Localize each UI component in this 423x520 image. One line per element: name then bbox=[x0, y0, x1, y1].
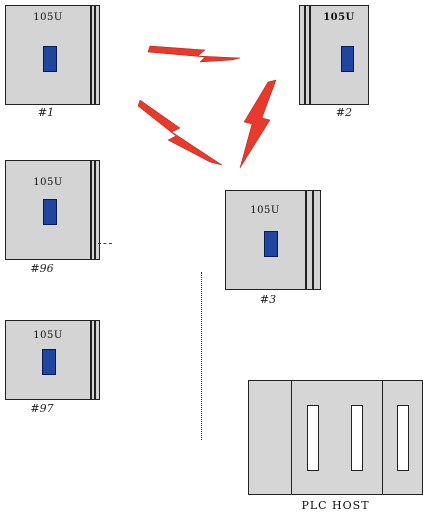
unit-model-label: 105U bbox=[250, 205, 280, 216]
unit-model-label: 105U bbox=[323, 12, 355, 23]
unit-caption-1: #1 bbox=[37, 106, 55, 119]
plc-host[interactable] bbox=[248, 380, 423, 495]
host-slot bbox=[397, 405, 409, 471]
unit-stripe bbox=[94, 6, 96, 104]
unit-stripe bbox=[94, 321, 96, 399]
link-line-vertical bbox=[201, 272, 202, 440]
unit-caption-3: #3 bbox=[259, 293, 277, 306]
unit-stripe bbox=[94, 161, 96, 259]
unit-stripe bbox=[305, 191, 307, 289]
unit-3[interactable]: 105U bbox=[225, 190, 321, 290]
unit-indicator bbox=[43, 46, 57, 72]
unit-indicator bbox=[341, 46, 354, 72]
unit-stripe bbox=[90, 6, 92, 104]
host-divider bbox=[291, 381, 292, 494]
unit-model-label: 105U bbox=[33, 330, 63, 341]
unit-stripe bbox=[304, 6, 306, 104]
host-slot bbox=[307, 405, 319, 471]
unit-indicator bbox=[43, 199, 57, 225]
lightning-bolt-1-2 bbox=[147, 45, 241, 63]
unit-stripe bbox=[309, 6, 311, 104]
unit-indicator bbox=[264, 231, 278, 257]
unit-model-label: 105U bbox=[33, 12, 63, 23]
link-line-96 bbox=[98, 243, 112, 244]
plc-host-label: PLC HOST bbox=[301, 499, 370, 512]
unit-caption-97: #97 bbox=[30, 402, 54, 415]
unit-96[interactable]: 105U bbox=[5, 160, 100, 260]
unit-97[interactable]: 105U bbox=[5, 320, 100, 400]
unit-stripe bbox=[90, 321, 92, 399]
host-divider bbox=[382, 381, 383, 494]
lightning-bolt-2-3 bbox=[239, 79, 277, 169]
unit-caption-96: #96 bbox=[30, 262, 54, 275]
host-slot bbox=[351, 405, 363, 471]
unit-model-label: 105U bbox=[33, 177, 63, 188]
unit-2[interactable]: 105U bbox=[299, 5, 369, 105]
unit-1[interactable]: 105U bbox=[5, 5, 100, 105]
lightning-bolt-1-3 bbox=[137, 99, 223, 166]
unit-stripe bbox=[312, 191, 314, 289]
unit-stripe bbox=[90, 161, 92, 259]
unit-caption-2: #2 bbox=[335, 106, 353, 119]
unit-indicator bbox=[42, 349, 56, 375]
